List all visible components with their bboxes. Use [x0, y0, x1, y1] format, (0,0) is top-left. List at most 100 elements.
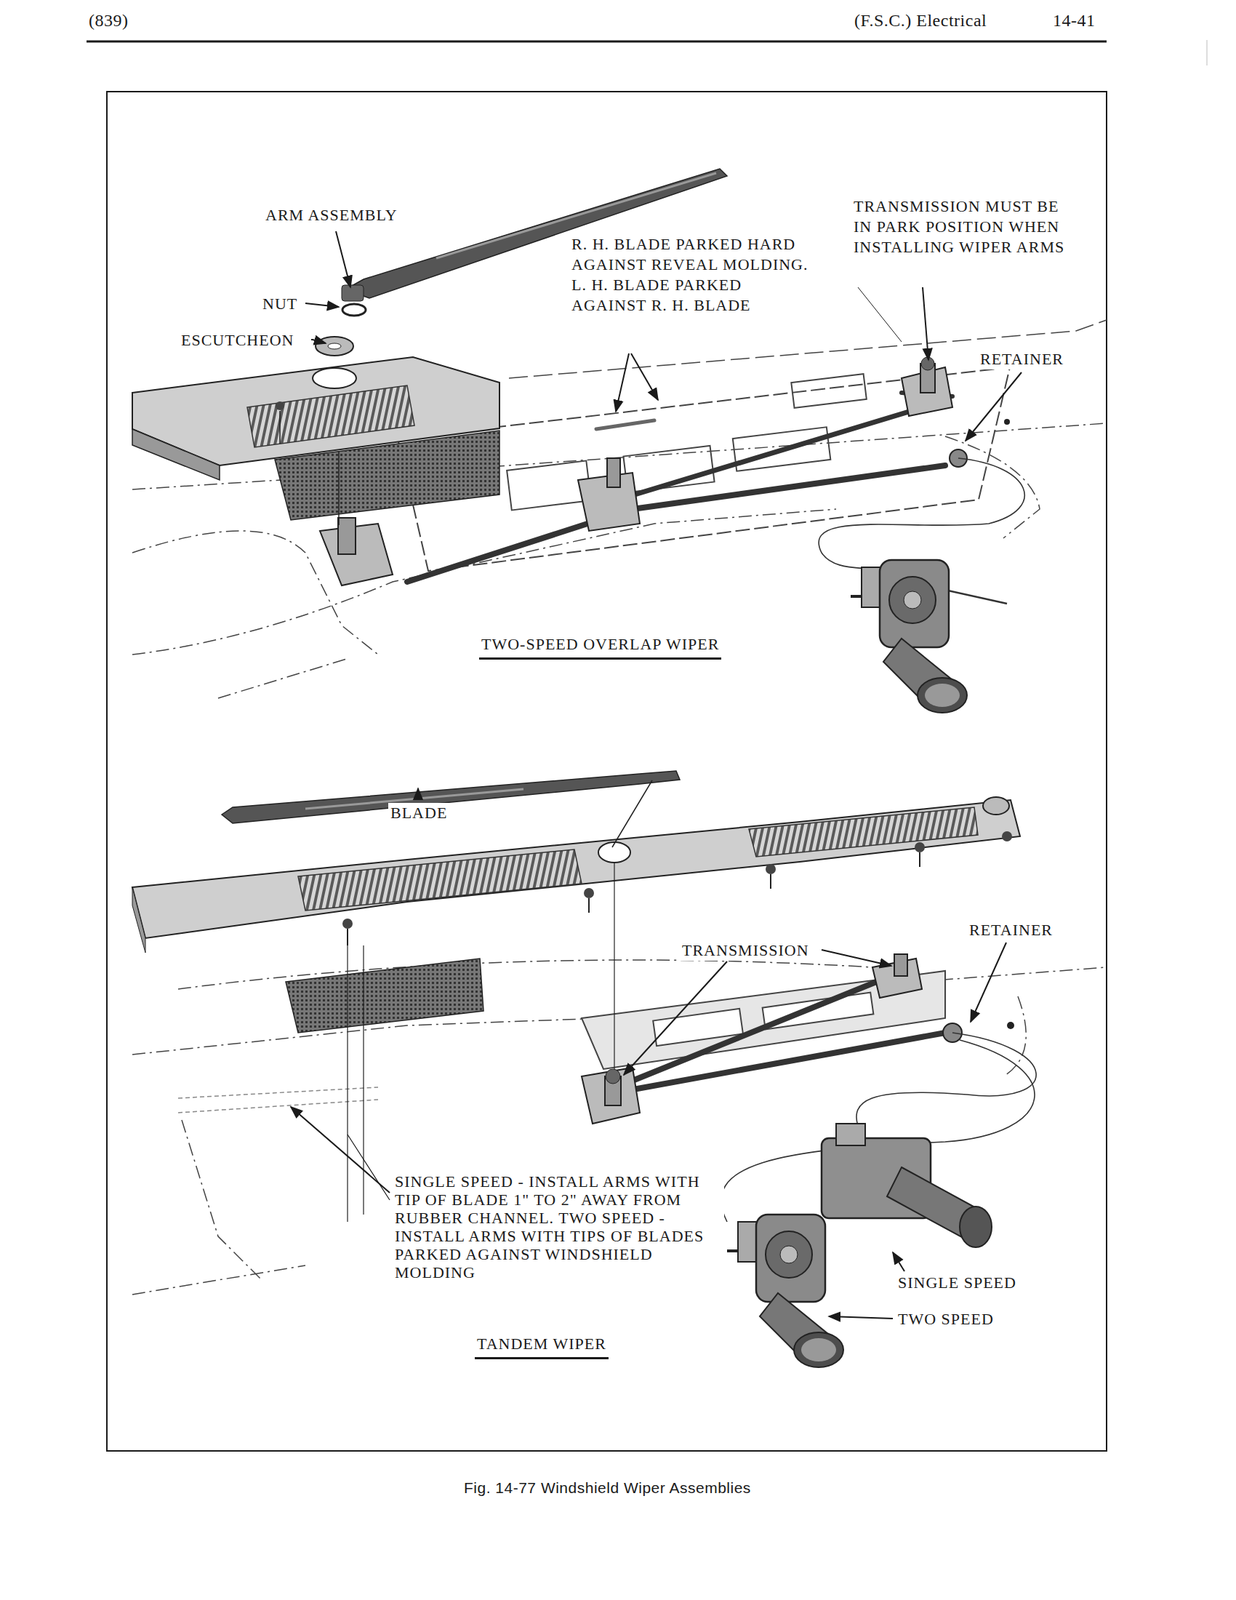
cowl-vent-panel — [132, 356, 500, 525]
wiring — [856, 1032, 1037, 1135]
cowl-vent-panel — [748, 807, 978, 857]
page-rule — [86, 39, 1207, 1451]
body-outline — [132, 319, 1107, 698]
cowl-vent-panel — [274, 430, 500, 520]
page-rule — [1206, 39, 1208, 66]
wiper-motor — [727, 1123, 992, 1367]
linkage-rod — [610, 407, 924, 502]
cowl-vent-panel — [598, 841, 631, 863]
wiper-motor — [850, 559, 967, 713]
cowl-vent-panel — [285, 958, 484, 1033]
cowl-vent-panel — [1001, 831, 1013, 842]
wiper-pivot — [605, 1068, 621, 1084]
body-outline — [178, 1086, 379, 1098]
wiper-arm — [596, 420, 655, 429]
body-outline — [132, 508, 837, 655]
leader-line — [290, 1106, 390, 1193]
leader-line — [615, 353, 629, 412]
page-rule — [86, 40, 1107, 43]
wiper-pivot — [607, 458, 621, 488]
note-label: R. H. BLADE PARKED HARD AGAINST REVEAL M… — [569, 234, 814, 316]
body-outline — [132, 959, 1107, 1295]
section-header: (F.S.C.) Electrical — [852, 10, 989, 31]
body-outline — [181, 1119, 262, 1280]
wiper-motor — [850, 559, 967, 713]
cowl-vent-panel — [347, 852, 920, 946]
body-outline — [178, 959, 873, 989]
wiper-motor — [727, 1214, 844, 1367]
cowl-vent-panel — [275, 401, 285, 411]
wiper-motor — [821, 1123, 992, 1247]
linkage-plate — [791, 373, 867, 408]
linkage-rod — [632, 465, 946, 509]
leader-line — [623, 961, 728, 1075]
leader-line — [631, 353, 658, 400]
part-label: RETAINER — [977, 348, 1066, 370]
page-rule — [106, 91, 1107, 1451]
part-label: SINGLE SPEED — [895, 1272, 1019, 1293]
leader-line — [290, 231, 1022, 1319]
figure-caption: Fig. 14-77 Windshield Wiper Assemblies — [461, 1477, 754, 1498]
leader-line — [922, 287, 929, 360]
wiper-arm — [315, 336, 354, 356]
wiper-pivot — [338, 517, 356, 555]
wiper-pivot — [581, 1067, 640, 1124]
leader-line — [311, 339, 326, 344]
part-label: TRANSMISSION — [679, 940, 812, 961]
wiper-pivot — [581, 953, 1015, 1124]
cowl-vent-panel — [613, 862, 615, 1069]
wiper-pivot — [1004, 418, 1010, 425]
wiper-pivot — [894, 953, 908, 976]
leader-line — [965, 372, 1022, 441]
leader-line — [828, 1315, 893, 1319]
wiper-blade — [221, 770, 680, 824]
cowl-vent-panel — [338, 450, 340, 525]
body-outline — [132, 1265, 306, 1295]
part-label: ESCUTCHEON — [178, 330, 296, 351]
figure-subtitle: TANDEM WIPER — [474, 1333, 609, 1359]
page-number: (839) — [86, 10, 131, 31]
wiper-pivot — [1006, 1021, 1015, 1029]
wiper-blade — [221, 770, 680, 848]
leader-line — [335, 231, 351, 288]
leader-line — [347, 1134, 390, 1200]
leader-line — [857, 287, 902, 342]
figure-subtitle: TWO-SPEED OVERLAP WIPER — [479, 633, 722, 660]
cowl-vent-panel — [583, 887, 595, 898]
cowl-vent-panel — [765, 863, 776, 874]
cowl-vent-panel — [914, 841, 925, 853]
wiper-arm — [327, 343, 341, 349]
cowl-vent-panel — [132, 887, 146, 953]
wiper-blade — [612, 780, 653, 848]
leader-line — [892, 1251, 905, 1271]
cowl-vent-panel — [298, 849, 582, 911]
cowl-vent-panel — [312, 367, 357, 389]
cowl-vent-panel — [982, 796, 1010, 815]
cowl-vent-panel — [279, 410, 281, 444]
linkage-rod — [625, 1032, 946, 1091]
body-outline — [508, 319, 1107, 379]
leader-line — [417, 788, 419, 800]
note-label: TRANSMISSION MUST BE IN PARK POSITION WH… — [851, 196, 1083, 258]
leader-line — [305, 303, 339, 307]
part-label: BLADE — [388, 802, 450, 824]
cowl-vent-panel — [247, 385, 415, 448]
wiper-arm — [341, 285, 364, 302]
cowl-vent-panel — [132, 428, 220, 480]
page-number: 14-41 — [1050, 10, 1098, 31]
wiper-arm — [342, 303, 366, 316]
cowl-vent-panel — [132, 799, 1021, 938]
part-label: NUT — [260, 293, 300, 315]
body-outline — [178, 1099, 379, 1113]
cowl-vent-panel — [132, 796, 1021, 1222]
part-label: TWO SPEED — [895, 1308, 997, 1330]
cowl-vent-panel — [347, 945, 364, 1222]
body-outline — [218, 657, 349, 698]
wiring — [818, 458, 1025, 575]
cowl-vent-panel — [342, 918, 353, 929]
part-label: RETAINER — [966, 919, 1055, 941]
leader-line — [970, 942, 1007, 1022]
part-label: ARM ASSEMBLY — [263, 205, 400, 226]
leader-line — [821, 949, 892, 966]
note-label: SINGLE SPEED - INSTALL ARMS WITH TIP OF … — [392, 1172, 725, 1282]
